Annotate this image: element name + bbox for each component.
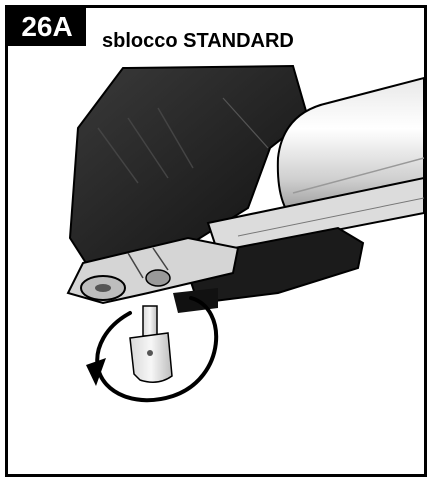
- foot-housing: [68, 64, 310, 265]
- figure-frame: 26A sblocco STANDARD: [5, 5, 427, 477]
- roof-bar-tube: [206, 76, 424, 255]
- release-key-icon: [129, 305, 173, 383]
- figure-number-badge: 26A: [8, 8, 86, 46]
- rotate-counterclockwise-arrow-icon: [86, 296, 219, 403]
- roof-bar-illustration: [66, 64, 424, 403]
- clamp-mechanism: [66, 226, 365, 313]
- figure-title: sblocco STANDARD: [102, 30, 294, 52]
